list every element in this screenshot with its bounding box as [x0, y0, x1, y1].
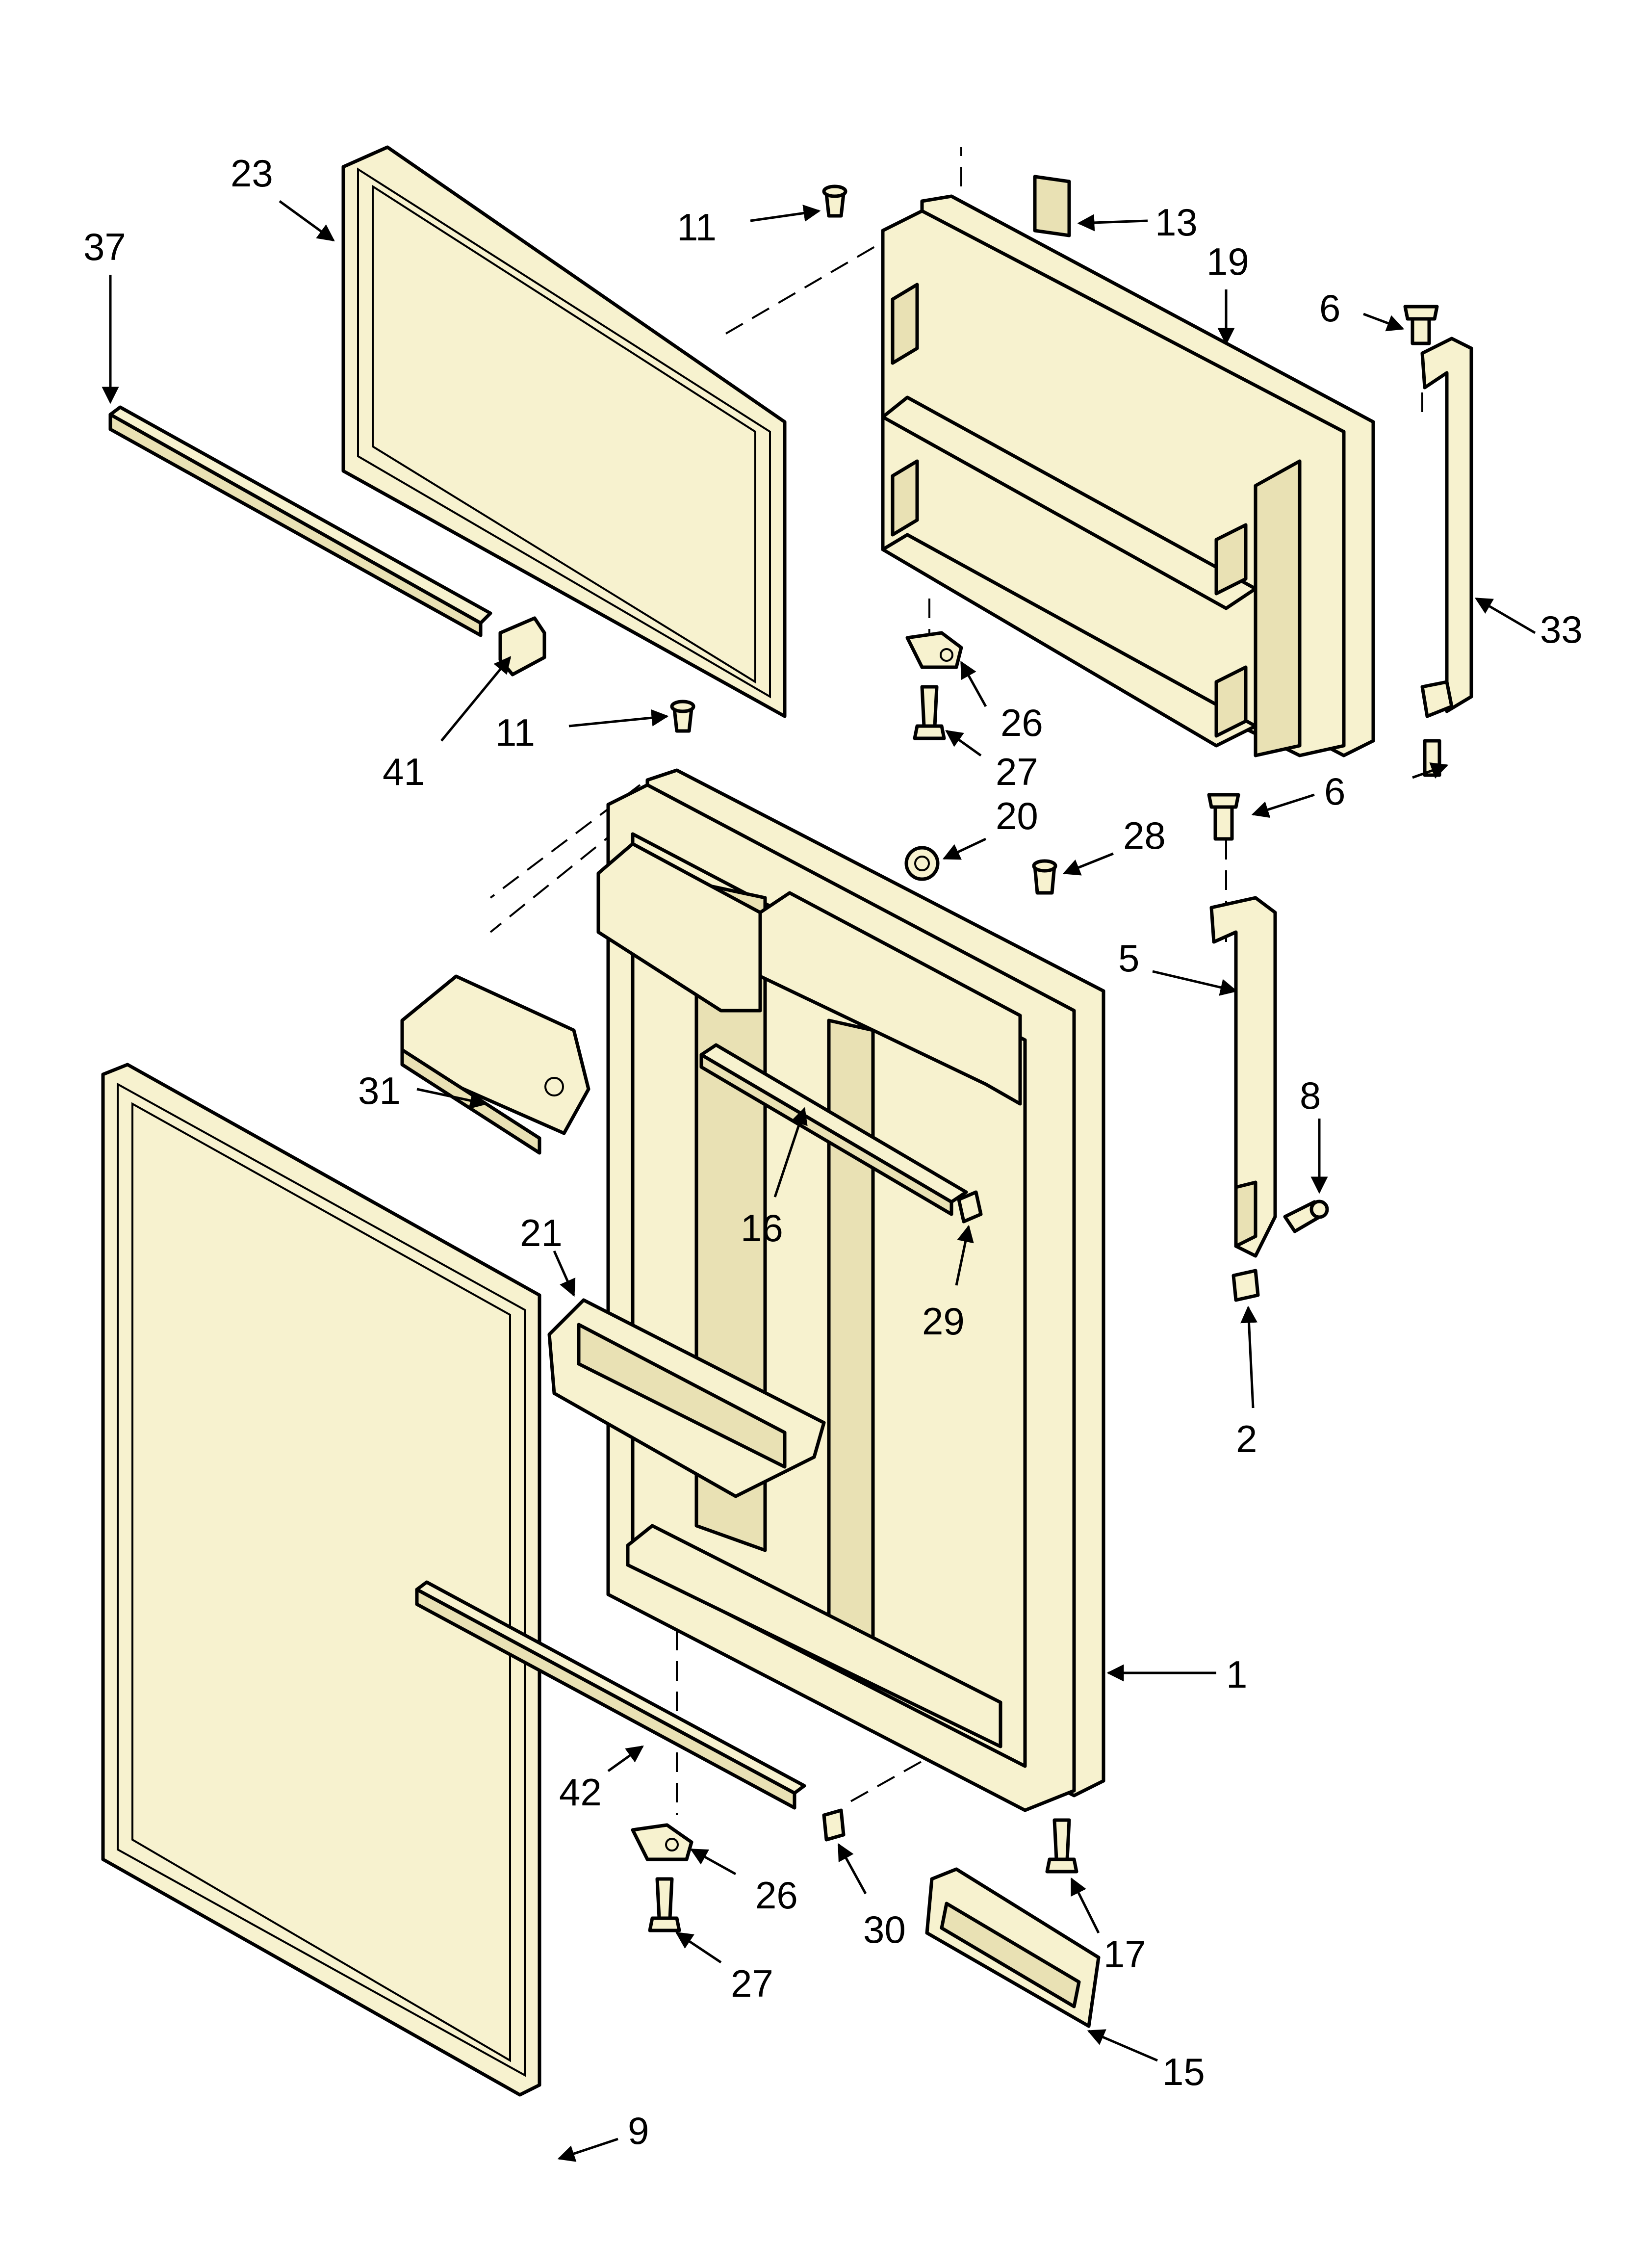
callout-16: 16 — [741, 1206, 783, 1250]
callout-21: 21 — [520, 1211, 563, 1254]
callout-26-lower: 26 — [755, 1874, 798, 1917]
part-28-plug — [1032, 859, 1057, 895]
callout-28: 28 — [1123, 814, 1166, 857]
part-23-freezer-gasket — [341, 145, 787, 718]
part-11-plug-lower — [670, 700, 695, 733]
part-30-end-cap — [822, 1808, 846, 1842]
part-8-screw — [1283, 1199, 1329, 1233]
callout-23: 23 — [231, 152, 273, 195]
part-20-cap — [904, 846, 940, 881]
part-42-trim-strip — [415, 1580, 806, 1810]
callout-19: 19 — [1206, 240, 1249, 283]
leader-arrows — [102, 200, 1536, 2162]
callout-29: 29 — [922, 1300, 965, 1343]
part-15-grille — [925, 1867, 1101, 2028]
callout-9: 9 — [628, 2109, 649, 2152]
callout-27-upper: 27 — [996, 750, 1038, 793]
callout-20: 20 — [996, 794, 1038, 837]
part-41-end-cap — [498, 616, 546, 677]
part-16-shelf-bar — [699, 1043, 968, 1216]
callout-17: 17 — [1103, 1932, 1146, 1976]
part-26-hinge-upper — [905, 631, 963, 669]
part-6-screw-top — [1403, 305, 1439, 345]
callout-26-upper: 26 — [1001, 701, 1043, 744]
part-13-label — [1033, 175, 1071, 237]
callout-13: 13 — [1155, 201, 1198, 244]
callout-42: 42 — [559, 1771, 602, 1814]
callout-15: 15 — [1162, 2050, 1205, 2093]
callout-37: 37 — [83, 225, 126, 268]
callout-27-lower: 27 — [731, 1962, 773, 2005]
part-33-freezer-handle — [1420, 337, 1473, 718]
callout-6-top: 6 — [1319, 287, 1340, 330]
part-21-door-bin — [547, 1298, 826, 1498]
callout-11-top: 11 — [677, 206, 717, 249]
callout-5: 5 — [1118, 937, 1139, 980]
part-5-fresh-food-handle — [1209, 896, 1277, 1258]
part-37-trim-strip — [108, 405, 492, 637]
part-1-fresh-food-door — [596, 768, 1105, 1812]
part-31-dairy-bin — [400, 974, 590, 1155]
part-11-plug-top — [822, 184, 847, 218]
part-26-hinge-lower — [631, 1823, 693, 1861]
part-2-clip — [1232, 1269, 1260, 1302]
part-27-screw-lower — [648, 1877, 681, 1932]
callout-labels: 23 37 11 13 19 6 33 26 27 41 11 6 20 28 … — [83, 152, 1583, 2152]
callout-8: 8 — [1300, 1074, 1321, 1117]
callout-33: 33 — [1540, 608, 1583, 651]
callout-1: 1 — [1226, 1653, 1247, 1696]
callout-11-lower: 11 — [495, 711, 535, 754]
part-9-door-gasket — [101, 1063, 541, 2097]
part-17-screw — [1045, 1818, 1078, 1874]
callout-30: 30 — [863, 1908, 906, 1951]
part-29-clip — [957, 1190, 983, 1224]
callout-6-lower: 6 — [1324, 770, 1345, 813]
callout-41: 41 — [383, 750, 425, 793]
part-6-screw-lower — [1207, 793, 1240, 841]
part-27-screw-upper — [913, 685, 946, 740]
callout-2: 2 — [1236, 1417, 1257, 1460]
part-19-freezer-door — [881, 194, 1375, 757]
callout-31: 31 — [358, 1069, 401, 1112]
